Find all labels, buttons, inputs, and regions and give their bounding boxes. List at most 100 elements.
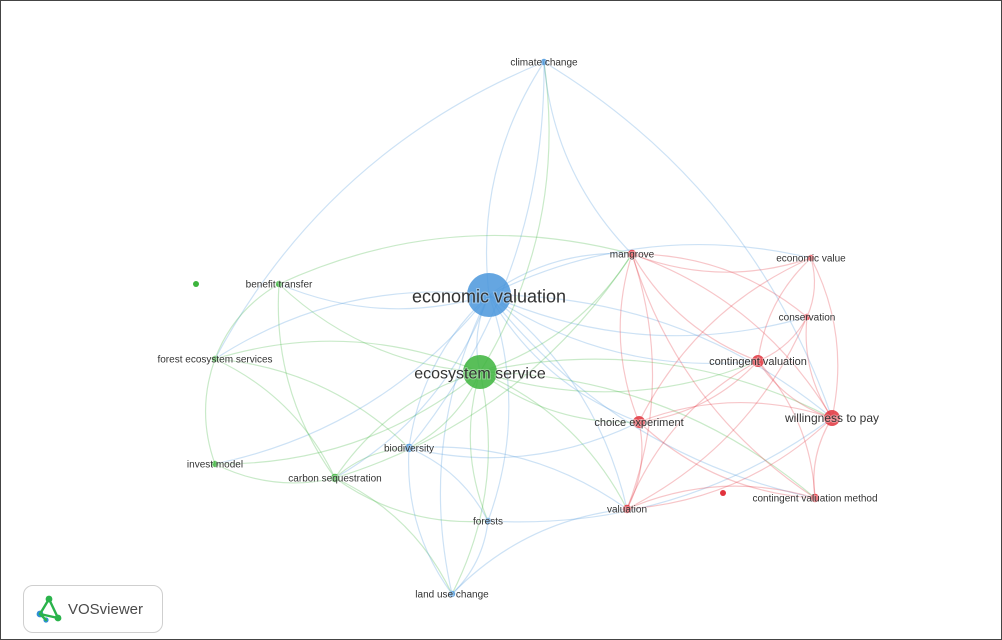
- network-link: [626, 421, 643, 510]
- label-forests[interactable]: forests: [472, 516, 504, 529]
- network-link: [638, 401, 833, 423]
- label-contingent-valuation-method[interactable]: contingent valuation method: [751, 493, 878, 506]
- network-link: [408, 61, 545, 449]
- network-link: [626, 417, 833, 510]
- node-forests[interactable]: [484, 517, 492, 525]
- node-valuation[interactable]: [622, 504, 632, 514]
- node-choice-experiment[interactable]: [633, 416, 645, 428]
- network-link: [488, 294, 833, 419]
- node-mangrove[interactable]: [627, 249, 637, 259]
- label-invest-model[interactable]: invest model: [186, 459, 244, 472]
- vosviewer-badge: VOSviewer: [23, 585, 163, 633]
- label-economic-value[interactable]: economic value: [775, 253, 847, 266]
- node-carbon-sequestration[interactable]: [330, 473, 340, 483]
- node-contingent-valuation[interactable]: [752, 355, 764, 367]
- network-link: [488, 294, 759, 365]
- label-conservation[interactable]: conservation: [778, 312, 837, 325]
- network-link: [810, 257, 839, 419]
- node-willingness-to-pay[interactable]: [824, 410, 840, 426]
- network-link: [334, 447, 410, 479]
- node-economic-value[interactable]: [807, 254, 815, 262]
- network-link: [806, 257, 816, 318]
- network-link: [214, 283, 280, 360]
- node-benefit-transfer[interactable]: [275, 280, 283, 288]
- network-link: [631, 253, 833, 419]
- nodes-layer: [193, 58, 840, 598]
- node-land-use-change[interactable]: [448, 590, 456, 598]
- node-conservation[interactable]: [803, 313, 811, 321]
- network-link: [278, 234, 633, 285]
- links-layer: [205, 61, 839, 595]
- network-link: [278, 283, 481, 373]
- label-mangrove[interactable]: mangrove: [609, 249, 656, 262]
- network-link: [214, 358, 410, 449]
- network-link: [631, 253, 759, 362]
- network-link: [469, 371, 489, 522]
- label-carbon-sequestration[interactable]: carbon sequestration: [287, 473, 382, 486]
- network-link: [619, 253, 640, 423]
- network-link: [214, 291, 490, 360]
- node-ecosystem-service[interactable]: [463, 355, 497, 389]
- network-link: [214, 358, 336, 479]
- network-link: [407, 447, 453, 595]
- network-link: [488, 294, 640, 423]
- network-link: [626, 316, 808, 510]
- network-link: [626, 360, 759, 510]
- label-ecosystem-service[interactable]: ecosystem service: [413, 365, 547, 384]
- node-forest-ecosystem-services[interactable]: [211, 355, 219, 363]
- node-dot-benefit-transfer[interactable]: [193, 281, 199, 287]
- network-link: [631, 253, 816, 499]
- network-link: [451, 508, 628, 595]
- network-link: [439, 294, 490, 595]
- node-contingent-valuation-method[interactable]: [810, 493, 820, 503]
- network-link: [479, 358, 833, 419]
- network-link: [214, 371, 481, 465]
- network-link: [479, 360, 759, 393]
- label-contingent-valuation[interactable]: contingent valuation: [708, 355, 808, 369]
- network-link: [408, 421, 640, 459]
- node-dot-contingent-valuation-method[interactable]: [720, 490, 726, 496]
- label-climate-change[interactable]: climate change: [509, 57, 579, 70]
- network-link: [631, 253, 808, 318]
- network-link: [757, 257, 812, 362]
- label-land-use-change[interactable]: land use change: [414, 589, 490, 602]
- network-link: [334, 371, 481, 479]
- label-choice-experiment[interactable]: choice experiment: [593, 416, 684, 430]
- label-willingness-to-pay[interactable]: willingness to pay: [783, 410, 880, 426]
- network-link: [487, 294, 510, 522]
- network-link: [214, 340, 481, 373]
- network-link: [626, 253, 654, 510]
- label-biodiversity[interactable]: biodiversity: [383, 443, 435, 456]
- node-biodiversity[interactable]: [404, 443, 414, 453]
- label-economic-valuation[interactable]: economic valuation: [411, 285, 567, 307]
- label-forest-ecosystem-services[interactable]: forest ecosystem services: [156, 354, 273, 367]
- label-benefit-transfer[interactable]: benefit transfer: [245, 279, 314, 292]
- network-link: [277, 283, 336, 479]
- node-invest-model[interactable]: [211, 460, 219, 468]
- network-link: [488, 294, 808, 337]
- label-valuation[interactable]: valuation: [606, 504, 648, 517]
- network-link: [805, 316, 833, 419]
- network-link: [638, 360, 759, 423]
- network-link: [488, 294, 628, 510]
- node-economic-valuation[interactable]: [467, 273, 511, 317]
- vosviewer-brand-name: VOSviewer: [68, 600, 144, 618]
- node-climate-change[interactable]: [540, 58, 548, 66]
- network-link: [408, 447, 489, 522]
- network-link: [334, 294, 490, 479]
- network-link: [757, 316, 808, 362]
- network-link: [214, 463, 336, 484]
- network-link: [479, 371, 628, 510]
- network-link: [813, 417, 833, 499]
- network-link: [451, 520, 489, 595]
- network-link: [638, 421, 816, 499]
- network-link: [334, 253, 633, 479]
- network-link: [334, 477, 453, 595]
- network-link: [631, 253, 812, 273]
- network-link: [757, 360, 833, 419]
- network-link: [488, 244, 812, 296]
- network-link: [543, 61, 633, 255]
- network-link: [757, 360, 816, 499]
